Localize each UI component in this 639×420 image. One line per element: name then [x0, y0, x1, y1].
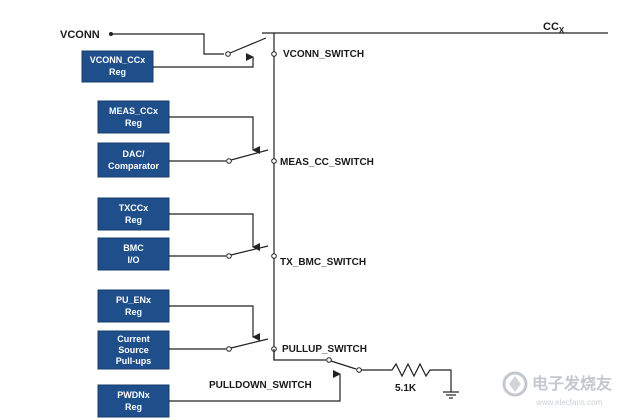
bmc-io-line1: BMC — [123, 243, 144, 253]
tx-switch-blade — [230, 245, 269, 256]
vconn-switch-label: VCONN_SWITCH — [283, 49, 364, 60]
resistor-symbol — [361, 362, 452, 392]
meas-reg-control-arrow — [169, 116, 260, 154]
dac-comparator-block — [97, 142, 170, 178]
pulldown-feed-wire — [273, 349, 326, 361]
tx-switch-pivot — [271, 253, 277, 259]
current-source-line1: Current — [117, 334, 150, 344]
meas-ccx-reg-line1: MEAS_CCx — [109, 106, 158, 116]
dac-comparator-line2: Comparator — [108, 161, 160, 171]
pu-enx-reg-block — [97, 289, 170, 323]
meas-switch-contact — [226, 158, 232, 164]
watermark-title: 电子发烧友 — [532, 374, 613, 393]
current-source-line2: Source — [118, 345, 149, 355]
resistor-value-label: 5.1K — [395, 383, 417, 394]
pullup-switch-label: PULLUP_SWITCH — [282, 344, 367, 355]
vconn-reg-control-arrow — [153, 53, 254, 68]
txccx-reg-line2: Reg — [125, 215, 142, 225]
txccx-reg-block — [97, 197, 170, 231]
vconn-switch-blade — [229, 37, 267, 54]
pwdnx-reg-line1: PWDNx — [117, 390, 150, 400]
pulldown-switch-pivot — [356, 367, 362, 373]
pu-enx-reg-line2: Reg — [125, 307, 142, 317]
pulldown-switch-label: PULLDOWN_SWITCH — [209, 380, 312, 391]
vconn-switch-pivot — [271, 51, 277, 57]
vconn-label: VCONN — [60, 29, 100, 41]
vconn-wire — [111, 33, 224, 55]
watermark-url: www.elecfans.com — [535, 398, 603, 407]
tx-reg-control-arrow — [169, 213, 260, 251]
pullup-switch-blade — [230, 338, 269, 349]
elecfans-watermark: 电子发烧友 www.elecfans.com — [502, 371, 613, 407]
pu-enx-reg-line1: PU_ENx — [116, 295, 151, 305]
meas-ccx-reg-line2: Reg — [125, 118, 142, 128]
ccx-label: CCX — [543, 21, 565, 35]
vconn-ccx-reg-line1: VCONN_CCx — [90, 55, 146, 65]
meas-cc-switch-label: MEAS_CC_SWITCH — [280, 157, 374, 168]
pulldown-switch-blade — [330, 360, 357, 370]
pulldown-switch-contact — [326, 357, 332, 363]
bmc-io-line2: I/O — [127, 255, 139, 265]
txccx-reg-line1: TXCCx — [119, 203, 149, 213]
meas-switch-pivot — [271, 158, 277, 164]
pwdn-reg-control-arrow — [169, 370, 341, 402]
tx-bmc-switch-label: TX_BMC_SWITCH — [280, 257, 366, 268]
vconn-ccx-reg-line2: Reg — [109, 67, 126, 77]
ground-icon — [443, 391, 459, 399]
watermark-logo-icon — [502, 371, 528, 397]
meas-switch-blade — [230, 149, 269, 161]
current-source-block — [97, 330, 170, 370]
vconn-ccx-reg-block — [81, 50, 154, 83]
pullup-switch-contact — [226, 346, 232, 352]
pwdnx-reg-line2: Reg — [125, 402, 142, 412]
bmc-io-block — [97, 237, 170, 271]
current-source-line3: Pull-ups — [116, 356, 152, 366]
pu-reg-control-arrow — [169, 305, 260, 341]
vconn-switch-contact — [225, 51, 231, 57]
dac-comparator-line1: DAC/ — [123, 149, 145, 159]
tx-switch-contact — [226, 253, 232, 259]
